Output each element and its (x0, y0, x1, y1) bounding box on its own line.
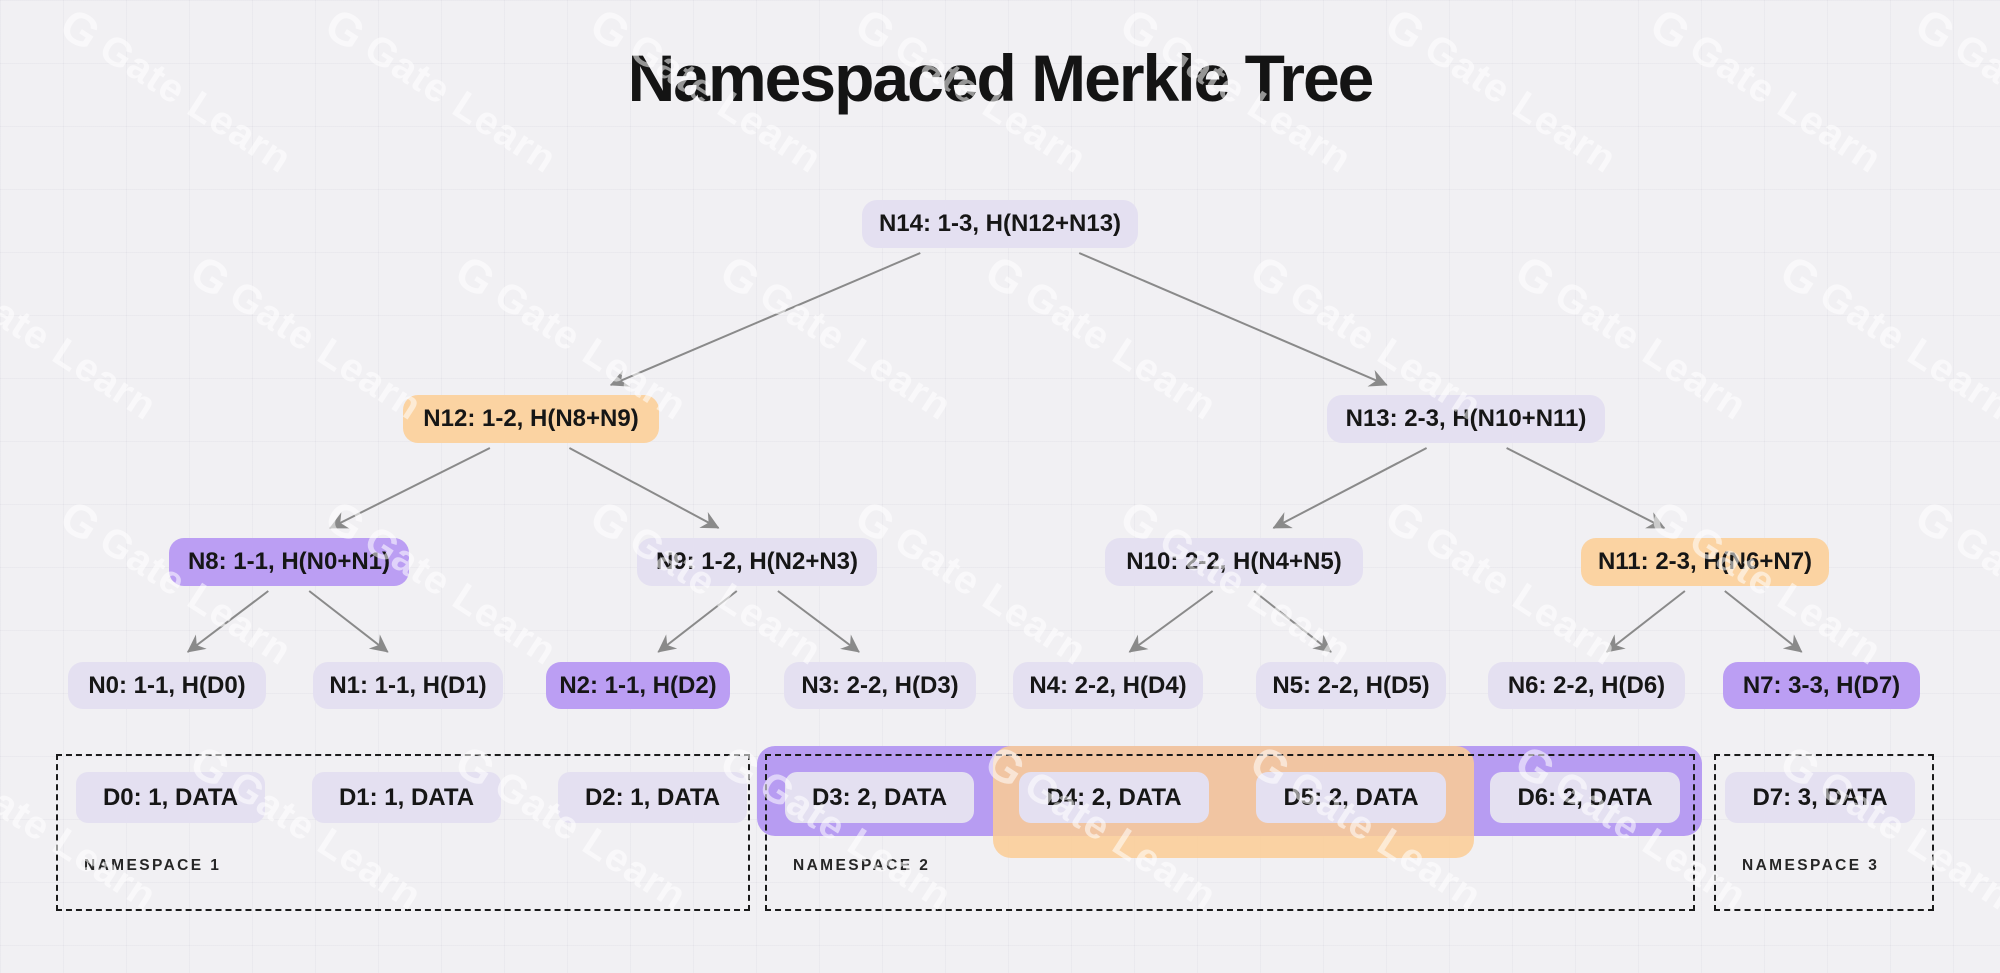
edge-N14-N13 (1078, 252, 1388, 387)
namespace-3-label: NAMESPACE 3 (1742, 857, 1880, 874)
tree-node-N11: N11: 2-3, H(N6+N7) (1581, 538, 1829, 586)
data-box-D1: D1: 1, DATA (312, 772, 501, 823)
tree-node-N7: N7: 3-3, H(D7) (1723, 662, 1920, 709)
data-box-D4: D4: 2, DATA (1019, 772, 1209, 823)
tree-node-N8: N8: 1-1, H(N0+N1) (169, 538, 409, 586)
edge-N8-N0 (186, 590, 269, 653)
tree-node-N14: N14: 1-3, H(N12+N13) (862, 200, 1138, 248)
edge-N14-N12 (609, 252, 921, 387)
namespace-2-box: NAMESPACE 2 (765, 754, 1695, 911)
edge-N8-N1 (308, 590, 389, 653)
edge-N12-N9 (568, 447, 720, 529)
namespace-2-label: NAMESPACE 2 (793, 857, 931, 874)
tree-node-N4: N4: 2-2, H(D4) (1013, 662, 1203, 709)
edge-N10-N5 (1253, 590, 1332, 653)
data-box-D7: D7: 3, DATA (1725, 772, 1915, 823)
edge-N9-N2 (657, 590, 738, 653)
tree-node-N6: N6: 2-2, H(D6) (1488, 662, 1685, 709)
data-box-D2: D2: 1, DATA (558, 772, 747, 823)
data-box-D6: D6: 2, DATA (1490, 772, 1680, 823)
tree-node-N0: N0: 1-1, H(D0) (68, 662, 266, 709)
tree-node-N13: N13: 2-3, H(N10+N11) (1327, 395, 1605, 443)
tree-node-N5: N5: 2-2, H(D5) (1256, 662, 1446, 709)
data-box-D5: D5: 2, DATA (1256, 772, 1446, 823)
edge-N11-N7 (1724, 590, 1803, 653)
data-box-D3: D3: 2, DATA (785, 772, 974, 823)
namespace-1-box: NAMESPACE 1 (56, 754, 750, 911)
page-title: Namespaced Merkle Tree (627, 41, 1375, 115)
edge-N11-N6 (1605, 590, 1686, 653)
edge-N13-N10 (1272, 447, 1428, 529)
tree-node-N12: N12: 1-2, H(N8+N9) (403, 395, 659, 443)
tree-node-N9: N9: 1-2, H(N2+N3) (637, 538, 877, 586)
tree-node-N3: N3: 2-2, H(D3) (784, 662, 976, 709)
edge-N9-N3 (777, 590, 860, 653)
data-box-D0: D0: 1, DATA (76, 772, 265, 823)
tree-node-N1: N1: 1-1, H(D1) (313, 662, 503, 709)
edge-N10-N4 (1128, 590, 1214, 653)
namespace-3-box: NAMESPACE 3 (1714, 754, 1934, 911)
tree-node-N2: N2: 1-1, H(D2) (546, 662, 730, 709)
edge-N13-N11 (1506, 447, 1666, 529)
tree-node-N10: N10: 2-2, H(N4+N5) (1105, 538, 1363, 586)
edge-N12-N8 (329, 447, 491, 529)
namespace-1-label: NAMESPACE 1 (84, 857, 222, 874)
